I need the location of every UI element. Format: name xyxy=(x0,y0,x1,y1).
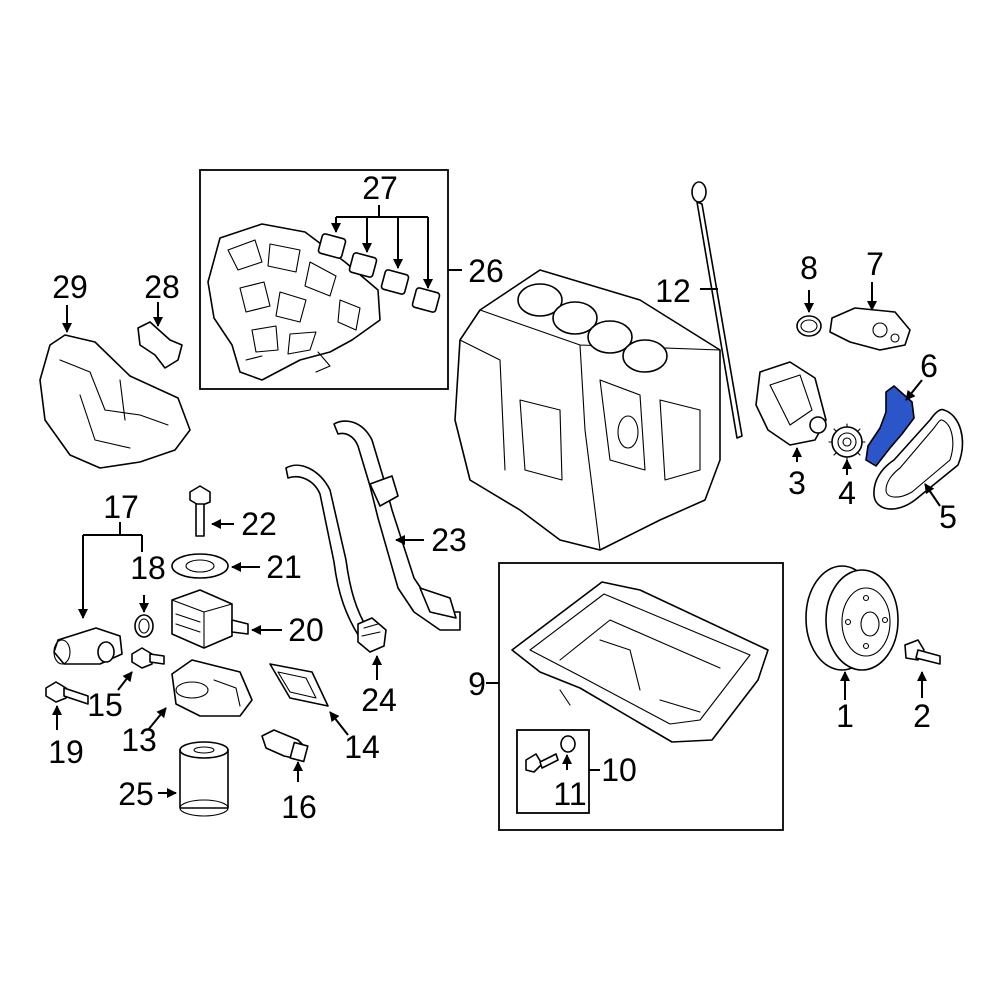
callout-14[interactable]: 14 xyxy=(344,729,380,765)
adapter-gasket[interactable] xyxy=(269,663,329,707)
callout-24[interactable]: 24 xyxy=(361,682,397,718)
leader-17 xyxy=(82,522,143,618)
callout-21[interactable]: 21 xyxy=(266,549,302,585)
oil-filter-adapter[interactable] xyxy=(171,659,253,717)
callout-12[interactable]: 12 xyxy=(655,273,691,309)
manifold-gaskets[interactable] xyxy=(317,233,441,313)
callout-8[interactable]: 8 xyxy=(800,250,818,286)
sensor-o-ring[interactable] xyxy=(134,614,154,638)
o-ring[interactable] xyxy=(796,315,822,337)
drain-plug-gasket[interactable] xyxy=(560,735,576,753)
leader-15 xyxy=(117,671,133,691)
drain-plug[interactable] xyxy=(525,753,559,773)
sensor-28[interactable] xyxy=(137,321,183,369)
callout-20[interactable]: 20 xyxy=(288,612,324,648)
callout-23[interactable]: 23 xyxy=(431,522,467,558)
callout-13[interactable]: 13 xyxy=(121,722,157,758)
drain-plug-frame xyxy=(516,729,590,814)
callout-4[interactable]: 4 xyxy=(838,475,856,511)
oil-filter[interactable] xyxy=(179,741,229,817)
callout-26[interactable]: 26 xyxy=(468,253,504,289)
oil-pan-frame xyxy=(498,562,784,831)
intake-manifold[interactable] xyxy=(207,223,381,381)
callout-22[interactable]: 22 xyxy=(241,506,277,542)
oil-sensor[interactable] xyxy=(53,627,123,665)
callout-1[interactable]: 1 xyxy=(836,698,854,734)
oil-pump-cover[interactable] xyxy=(829,307,911,351)
leader-13 xyxy=(147,707,167,731)
leader-14 xyxy=(329,711,349,736)
bolt-22[interactable] xyxy=(189,485,211,537)
intake-manifold-frame xyxy=(199,169,449,390)
oil-pump[interactable] xyxy=(755,361,827,446)
callouts: 1 2 3 4 5 6 7 8 9 10 11 12 13 14 15 16 1… xyxy=(48,170,957,825)
callout-28[interactable]: 28 xyxy=(144,269,180,305)
callout-10[interactable]: 10 xyxy=(601,752,637,788)
callout-17[interactable]: 17 xyxy=(103,489,139,525)
heat-shield[interactable] xyxy=(39,334,191,469)
oil-hose[interactable] xyxy=(285,420,461,639)
callout-27[interactable]: 27 xyxy=(362,170,398,206)
callout-19[interactable]: 19 xyxy=(48,734,84,770)
callout-9[interactable]: 9 xyxy=(468,666,486,702)
leader-6 xyxy=(905,379,923,401)
leader-5 xyxy=(924,483,941,507)
callout-25[interactable]: 25 xyxy=(118,776,154,812)
timing-chain[interactable] xyxy=(873,408,964,510)
crankshaft-pulley[interactable] xyxy=(805,565,899,671)
callout-11[interactable]: 11 xyxy=(553,776,586,812)
callout-16[interactable]: 16 xyxy=(281,789,317,825)
hose-connector[interactable] xyxy=(357,617,387,653)
callout-6[interactable]: 6 xyxy=(920,348,938,384)
oil-pan[interactable] xyxy=(511,581,769,743)
dipstick[interactable] xyxy=(691,181,743,439)
oil-cooler[interactable] xyxy=(171,589,249,649)
callout-15[interactable]: 15 xyxy=(87,687,123,723)
engine-block[interactable] xyxy=(454,269,721,551)
callout-3[interactable]: 3 xyxy=(788,465,806,501)
bolt-15[interactable] xyxy=(131,647,165,669)
callout-18[interactable]: 18 xyxy=(130,550,166,586)
callout-29[interactable]: 29 xyxy=(52,269,88,305)
callout-5[interactable]: 5 xyxy=(939,499,957,535)
oil-cooler-gasket[interactable] xyxy=(171,553,229,579)
bolt-19[interactable] xyxy=(45,681,89,705)
oil-pressure-switch[interactable] xyxy=(261,729,309,763)
callout-7[interactable]: 7 xyxy=(866,246,884,282)
pulley-bolt[interactable] xyxy=(904,639,941,665)
oil-pump-sprocket[interactable] xyxy=(828,423,866,461)
callout-2[interactable]: 2 xyxy=(913,698,931,734)
